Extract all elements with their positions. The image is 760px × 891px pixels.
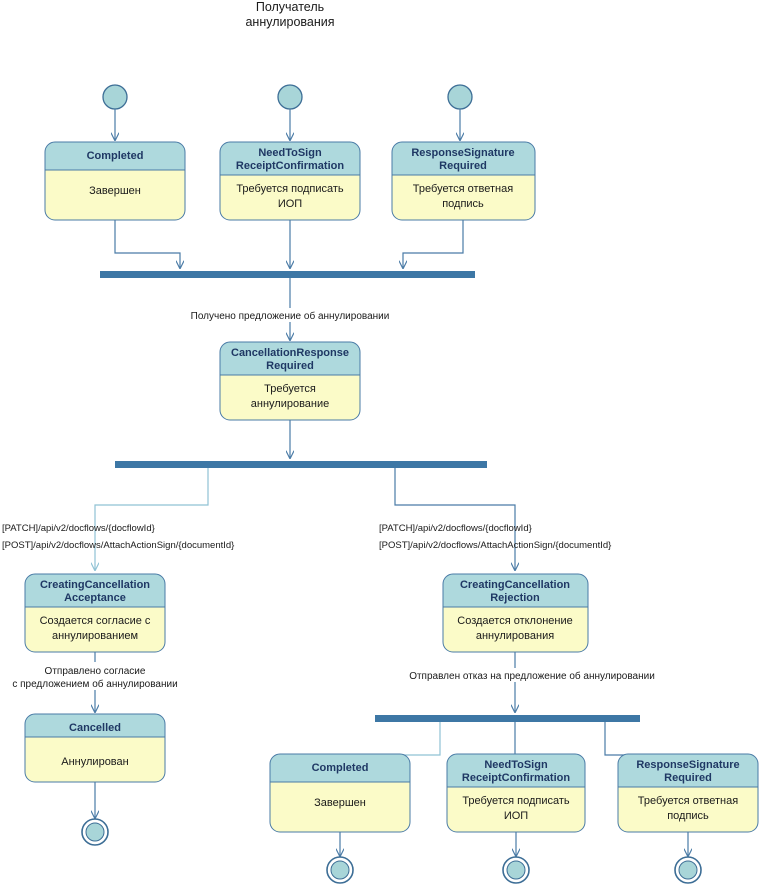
- edge-label-acceptance-sent-line2: с предложением об аннулировании: [12, 678, 177, 690]
- api-label-right-post: [POST]/api/v2/docflows/AttachActionSign/…: [379, 540, 611, 551]
- node-title-line2: Acceptance: [64, 592, 126, 604]
- node-desc-line1: Требуется ответная: [638, 795, 738, 807]
- node-title-line2: Required: [439, 160, 487, 172]
- edge-label-acceptance-sent-line1: Отправлено согласие: [45, 666, 146, 677]
- edge-label-cancellation-offer-received: Получено предложение об аннулировании: [191, 310, 390, 322]
- node-title-line2: Rejection: [490, 592, 540, 604]
- flow-top-response-signature-to-join: [403, 220, 464, 268]
- node-desc-line1: Требуется подписать: [462, 795, 570, 807]
- node-desc-line2: подпись: [442, 198, 484, 210]
- flow-fork2-to-creating-rejection: [394, 468, 515, 570]
- api-label-left-post: [POST]/api/v2/docflows/AttachActionSign/…: [2, 540, 234, 551]
- lane-title: Получатель аннулирования: [245, 0, 334, 29]
- node-title-line1: CreatingCancellation: [460, 579, 570, 591]
- node-title-line1: NeedToSign: [484, 759, 548, 771]
- node-creating-cancellation-acceptance[interactable]: CreatingCancellation Acceptance Создаетс…: [24, 573, 166, 653]
- node-desc-line1: Требуется ответная: [413, 183, 513, 195]
- node-bottom-response-signature[interactable]: ResponseSignature Required Требуется отв…: [617, 753, 759, 833]
- node-top-completed[interactable]: Completed Завершен: [44, 141, 186, 221]
- node-title-line2: Required: [664, 772, 712, 784]
- node-desc-line2: подпись: [667, 810, 709, 822]
- api-label-left-patch: [PATCH]/api/v2/docflows/{docflowId}: [2, 523, 155, 534]
- node-desc-line1: Требуется: [264, 383, 316, 395]
- node-title-line1: Completed: [312, 762, 369, 774]
- fork-bar-3: [375, 715, 640, 722]
- node-title-line2: ReceiptConfirmation: [462, 772, 570, 784]
- flow-top-completed-to-join: [114, 220, 180, 268]
- lane-title-line1: Получатель: [256, 0, 324, 14]
- node-bottom-need-to-sign[interactable]: NeedToSign ReceiptConfirmation Требуется…: [446, 753, 586, 833]
- api-label-right: [PATCH]/api/v2/docflows/{docflowId} [POS…: [379, 523, 611, 551]
- end-node-bottom-need-to-sign[interactable]: [502, 856, 530, 884]
- edge-label-rejection-sent: Отправлен отказ на предложение об аннули…: [409, 670, 655, 682]
- node-desc-line2: аннулирование: [251, 398, 330, 410]
- end-node-bottom-response-signature[interactable]: [674, 856, 702, 884]
- node-desc-line2: аннулирования: [476, 630, 554, 642]
- node-title-line1: Cancelled: [69, 722, 121, 734]
- node-title-line2: Required: [266, 360, 314, 372]
- node-title-line2: ReceiptConfirmation: [236, 160, 344, 172]
- edge-label-backdrop-1: [180, 308, 400, 322]
- node-cancellation-response-required[interactable]: CancellationResponse Required Требуется …: [219, 341, 361, 421]
- node-cancelled[interactable]: Cancelled Аннулирован: [24, 713, 166, 783]
- fork-bar-2: [115, 461, 487, 468]
- node-title-line1: ResponseSignature: [636, 759, 739, 771]
- join-bar-1: [100, 271, 475, 278]
- node-desc-line1: Создается согласие с: [40, 615, 151, 627]
- node-title-line1: ResponseSignature: [411, 147, 514, 159]
- node-desc-line1: Создается отклонение: [457, 615, 573, 627]
- edge-label-backdrop-3: [385, 668, 680, 682]
- node-desc-line1: Завершен: [89, 185, 141, 197]
- api-label-right-patch: [PATCH]/api/v2/docflows/{docflowId}: [379, 523, 532, 534]
- node-desc-line1: Требуется подписать: [236, 183, 344, 195]
- node-title-line1: CreatingCancellation: [40, 579, 150, 591]
- node-top-response-signature[interactable]: ResponseSignature Required Требуется отв…: [391, 141, 536, 221]
- node-desc-line1: Завершен: [314, 797, 366, 809]
- api-label-left: [PATCH]/api/v2/docflows/{docflowId} [POS…: [2, 523, 234, 551]
- node-title-line1: Completed: [87, 150, 144, 162]
- node-desc-line1: Аннулирован: [61, 756, 128, 768]
- start-node-need-to-sign[interactable]: [277, 84, 303, 110]
- node-top-need-to-sign[interactable]: NeedToSign ReceiptConfirmation Требуется…: [219, 141, 361, 221]
- node-desc-line2: ИОП: [278, 198, 302, 210]
- end-node-cancelled[interactable]: [81, 818, 109, 846]
- flow-fork2-to-creating-acceptance: [95, 468, 209, 570]
- edge-label-backdrop-2: [8, 662, 183, 690]
- lane-title-line2: аннулирования: [245, 15, 334, 29]
- start-node-response-signature[interactable]: [447, 84, 473, 110]
- end-node-bottom-completed[interactable]: [326, 856, 354, 884]
- node-creating-cancellation-rejection[interactable]: CreatingCancellation Rejection Создается…: [442, 573, 589, 653]
- start-node-completed[interactable]: [102, 84, 128, 110]
- node-title-line1: CancellationResponse: [231, 347, 349, 359]
- node-title-line1: NeedToSign: [258, 147, 322, 159]
- node-desc-line2: ИОП: [504, 810, 528, 822]
- node-bottom-completed[interactable]: Completed Завершен: [269, 753, 411, 833]
- node-desc-line2: аннулированием: [52, 630, 138, 642]
